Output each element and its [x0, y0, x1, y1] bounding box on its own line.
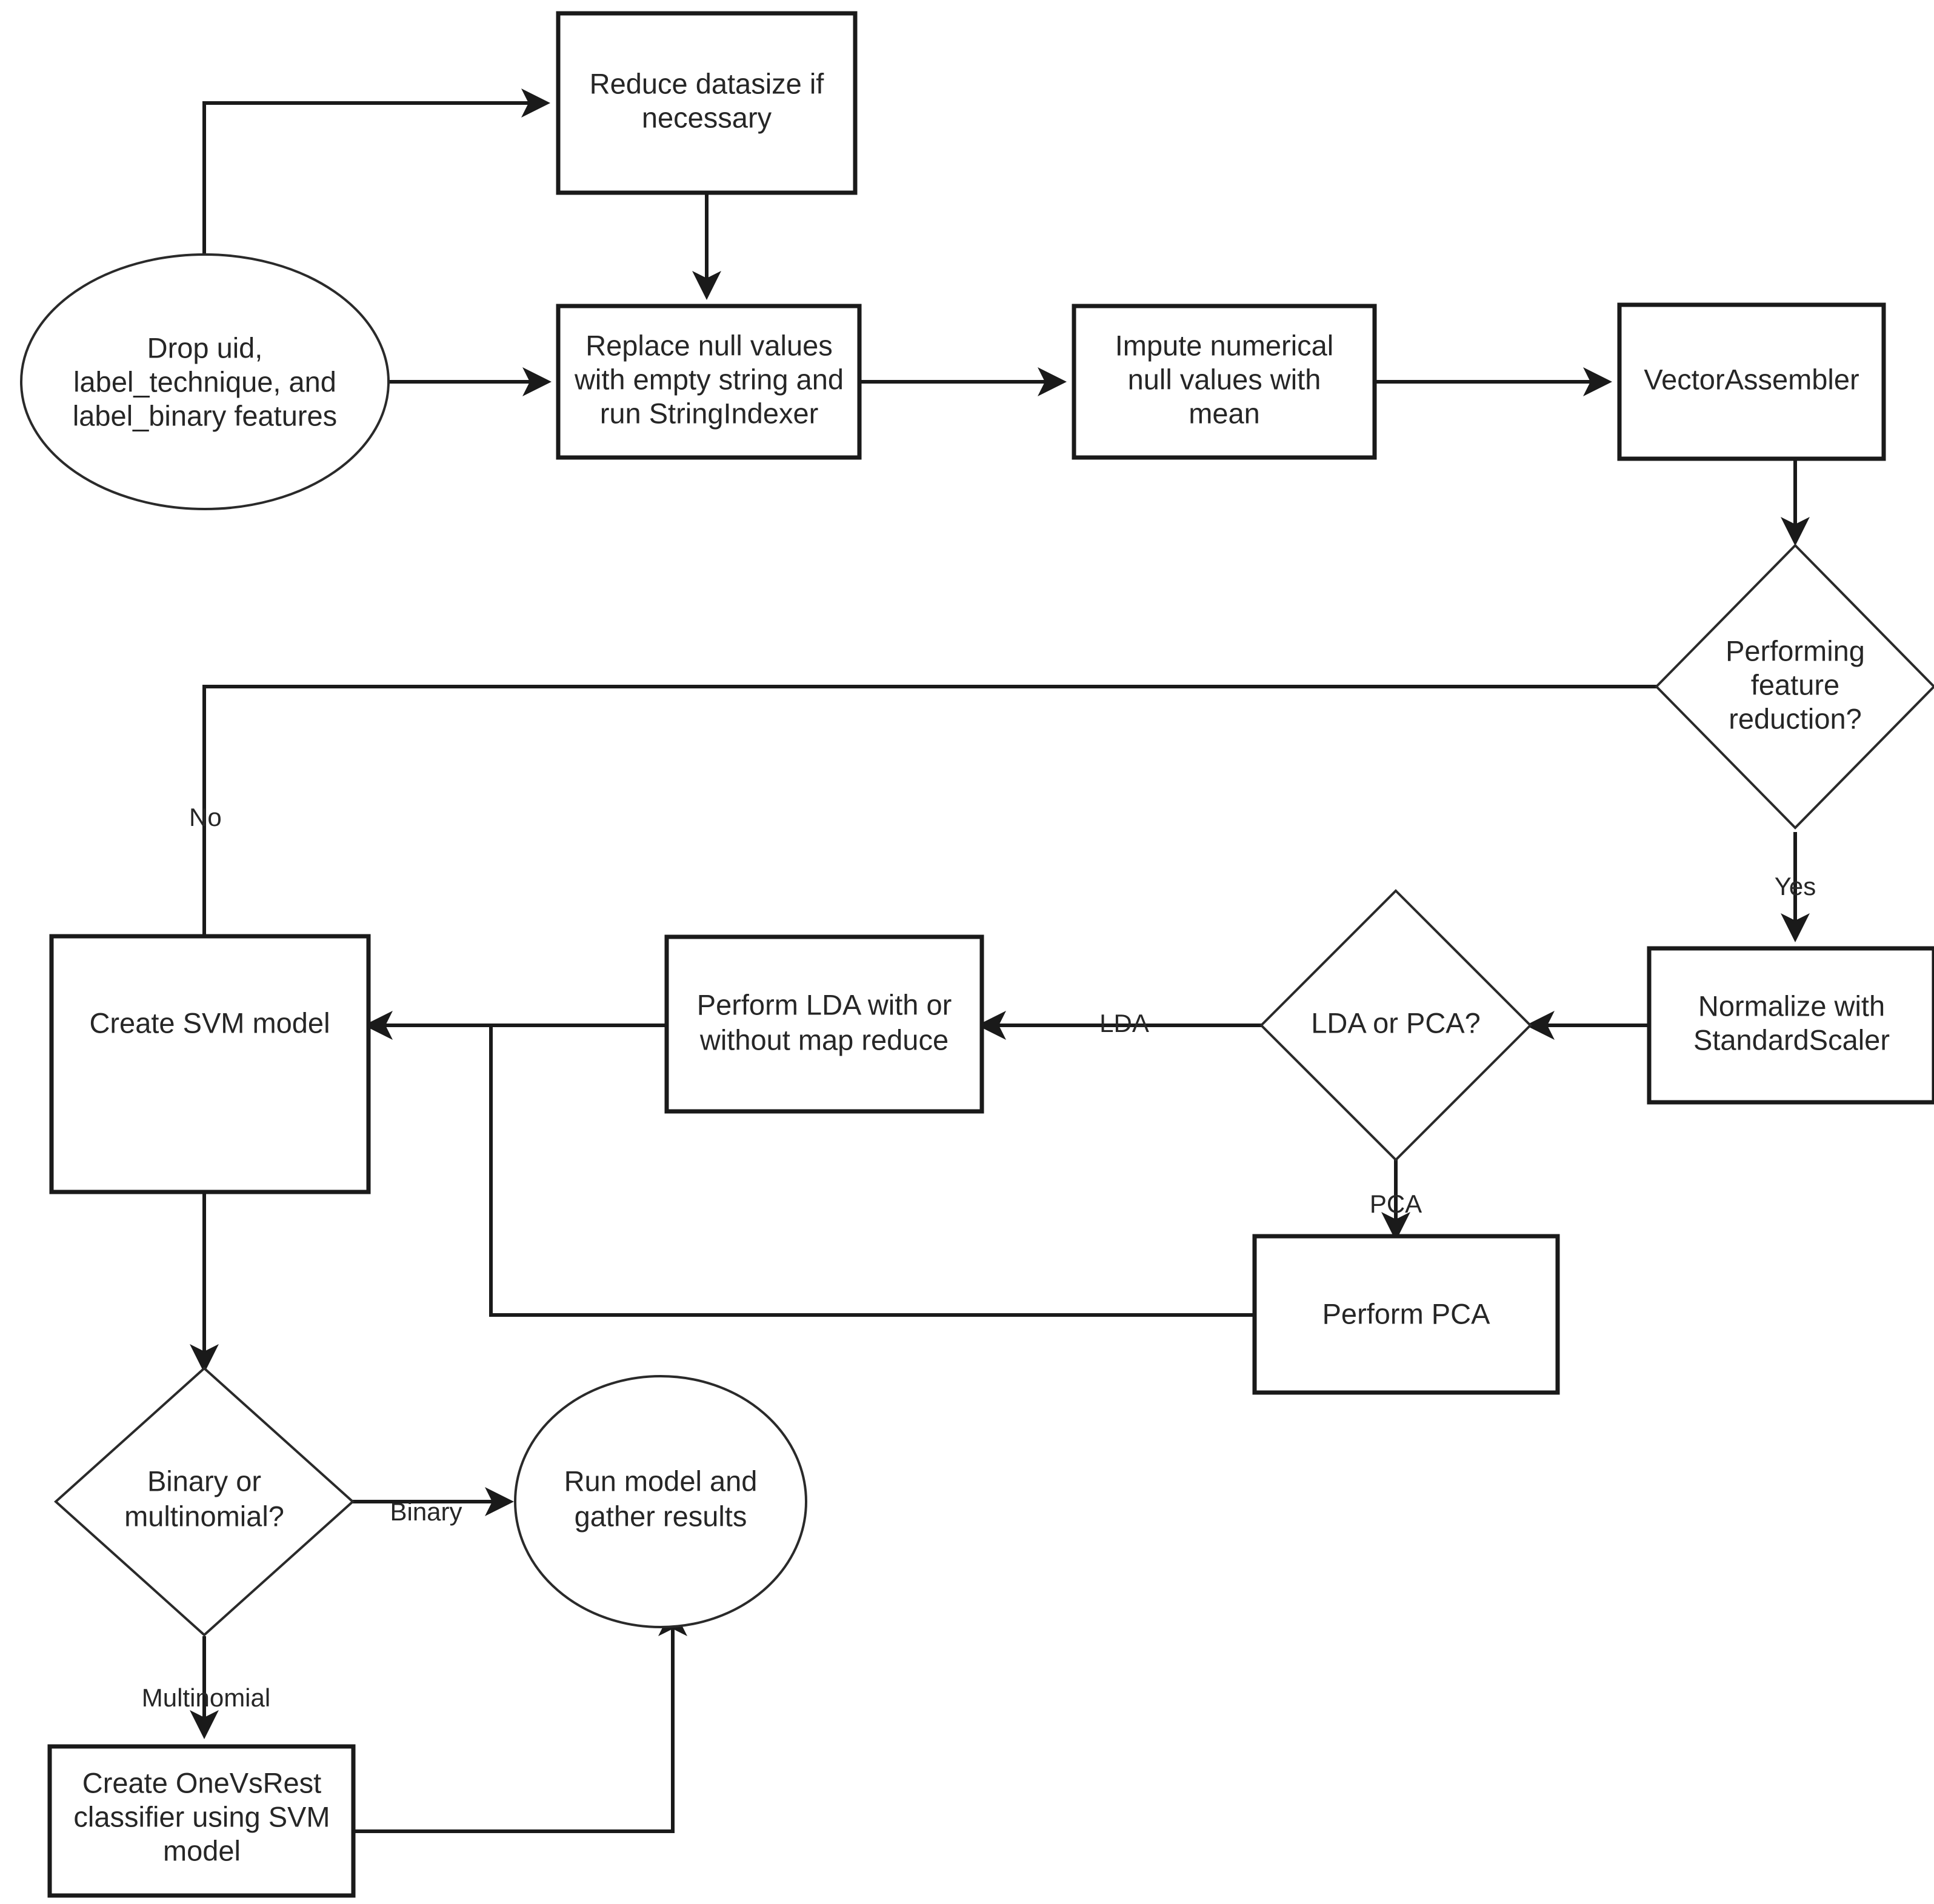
node-onevsrest-line-0: Create OneVsRest — [82, 1766, 321, 1799]
node-create-svm-model[interactable]: Create SVM model — [49, 934, 371, 1194]
edge-label-multinomial: Multinomial — [142, 1683, 270, 1712]
node-class-decision-line-1: multinomial? — [124, 1500, 284, 1532]
edge-label-yes: Yes — [1775, 872, 1816, 900]
node-vector-assembler-line-0: VectorAssembler — [1644, 363, 1859, 395]
node-normalize-line-1: StandardScaler — [1693, 1024, 1890, 1056]
node-replace-nulls-line-2: run StringIndexer — [600, 397, 819, 429]
node-run-model[interactable]: Run model and gather results — [514, 1375, 807, 1628]
node-perform-lda[interactable]: Perform LDA with or without map reduce — [664, 934, 984, 1114]
edge-drop-to-reduce — [202, 88, 550, 262]
node-reduce-datasize-line-0: Reduce datasize if — [590, 67, 825, 99]
node-replace-nulls-line-1: with empty string and — [574, 363, 844, 395]
node-run-model-line-0: Run model and — [564, 1465, 758, 1497]
node-replace-nulls-line-0: Replace null values — [585, 329, 833, 361]
node-replace-nulls[interactable]: Replace null values with empty string an… — [556, 304, 862, 460]
node-create-onevsrest[interactable]: Create OneVsRest classifier using SVM mo… — [47, 1744, 356, 1898]
node-reduce-datasize[interactable]: Reduce datasize if necessary — [556, 11, 858, 195]
node-feature-reduction-line-2: reduction? — [1729, 702, 1862, 734]
node-drop-features-line-1: label_technique, and — [73, 365, 336, 398]
node-normalize-standardscaler[interactable]: Normalize with StandardScaler — [1647, 946, 1934, 1105]
edge-label-no: No — [189, 803, 222, 831]
node-feature-reduction-line-0: Performing — [1726, 634, 1865, 667]
node-reduce-datasize-line-1: necessary — [642, 101, 772, 133]
node-onevsrest-line-2: model — [163, 1834, 241, 1866]
node-drop-features-line-2: label_binary features — [73, 399, 337, 431]
node-impute-numerical-line-2: mean — [1189, 397, 1260, 429]
edge-pca-to-svm — [489, 1025, 1255, 1317]
node-perform-lda-line-0: Perform LDA with or — [697, 988, 952, 1020]
edge-reduction-no — [190, 685, 1656, 985]
node-vector-assembler[interactable]: VectorAssembler — [1617, 302, 1886, 461]
node-run-model-line-1: gather results — [575, 1500, 747, 1532]
node-feature-reduction-decision[interactable]: Performing feature reduction? — [1655, 544, 1934, 830]
edge-label-binary: Binary — [390, 1497, 462, 1526]
node-perform-lda-line-1: without map reduce — [699, 1024, 949, 1056]
node-normalize-line-0: Normalize with — [1698, 990, 1885, 1022]
node-perform-pca-line-0: Perform PCA — [1322, 1297, 1490, 1330]
node-impute-numerical-line-0: Impute numerical — [1115, 329, 1334, 361]
node-binary-or-multinomial-decision[interactable]: Binary or multinomial? — [54, 1366, 355, 1637]
edge-onevsrest-to-run — [353, 1607, 687, 1833]
edge-label-pca: PCA — [1370, 1190, 1422, 1218]
edge-label-lda: LDA — [1099, 1009, 1149, 1037]
node-class-decision-line-0: Binary or — [147, 1465, 261, 1497]
node-feature-reduction-line-1: feature — [1751, 668, 1839, 701]
node-drop-features-line-0: Drop uid, — [147, 331, 263, 364]
node-impute-numerical[interactable]: Impute numerical null values with mean — [1072, 304, 1377, 460]
node-impute-numerical-line-1: null values with — [1128, 363, 1321, 395]
node-lda-or-pca-decision[interactable]: LDA or PCA? — [1259, 889, 1532, 1162]
node-onevsrest-line-1: classifier using SVM — [73, 1800, 330, 1832]
node-drop-features[interactable]: Drop uid, label_technique, and label_bin… — [20, 253, 390, 510]
node-lda-or-pca-line-0: LDA or PCA? — [1311, 1007, 1481, 1039]
node-create-svm-line-0: Create SVM model — [89, 1007, 330, 1039]
node-perform-pca[interactable]: Perform PCA — [1252, 1234, 1560, 1395]
